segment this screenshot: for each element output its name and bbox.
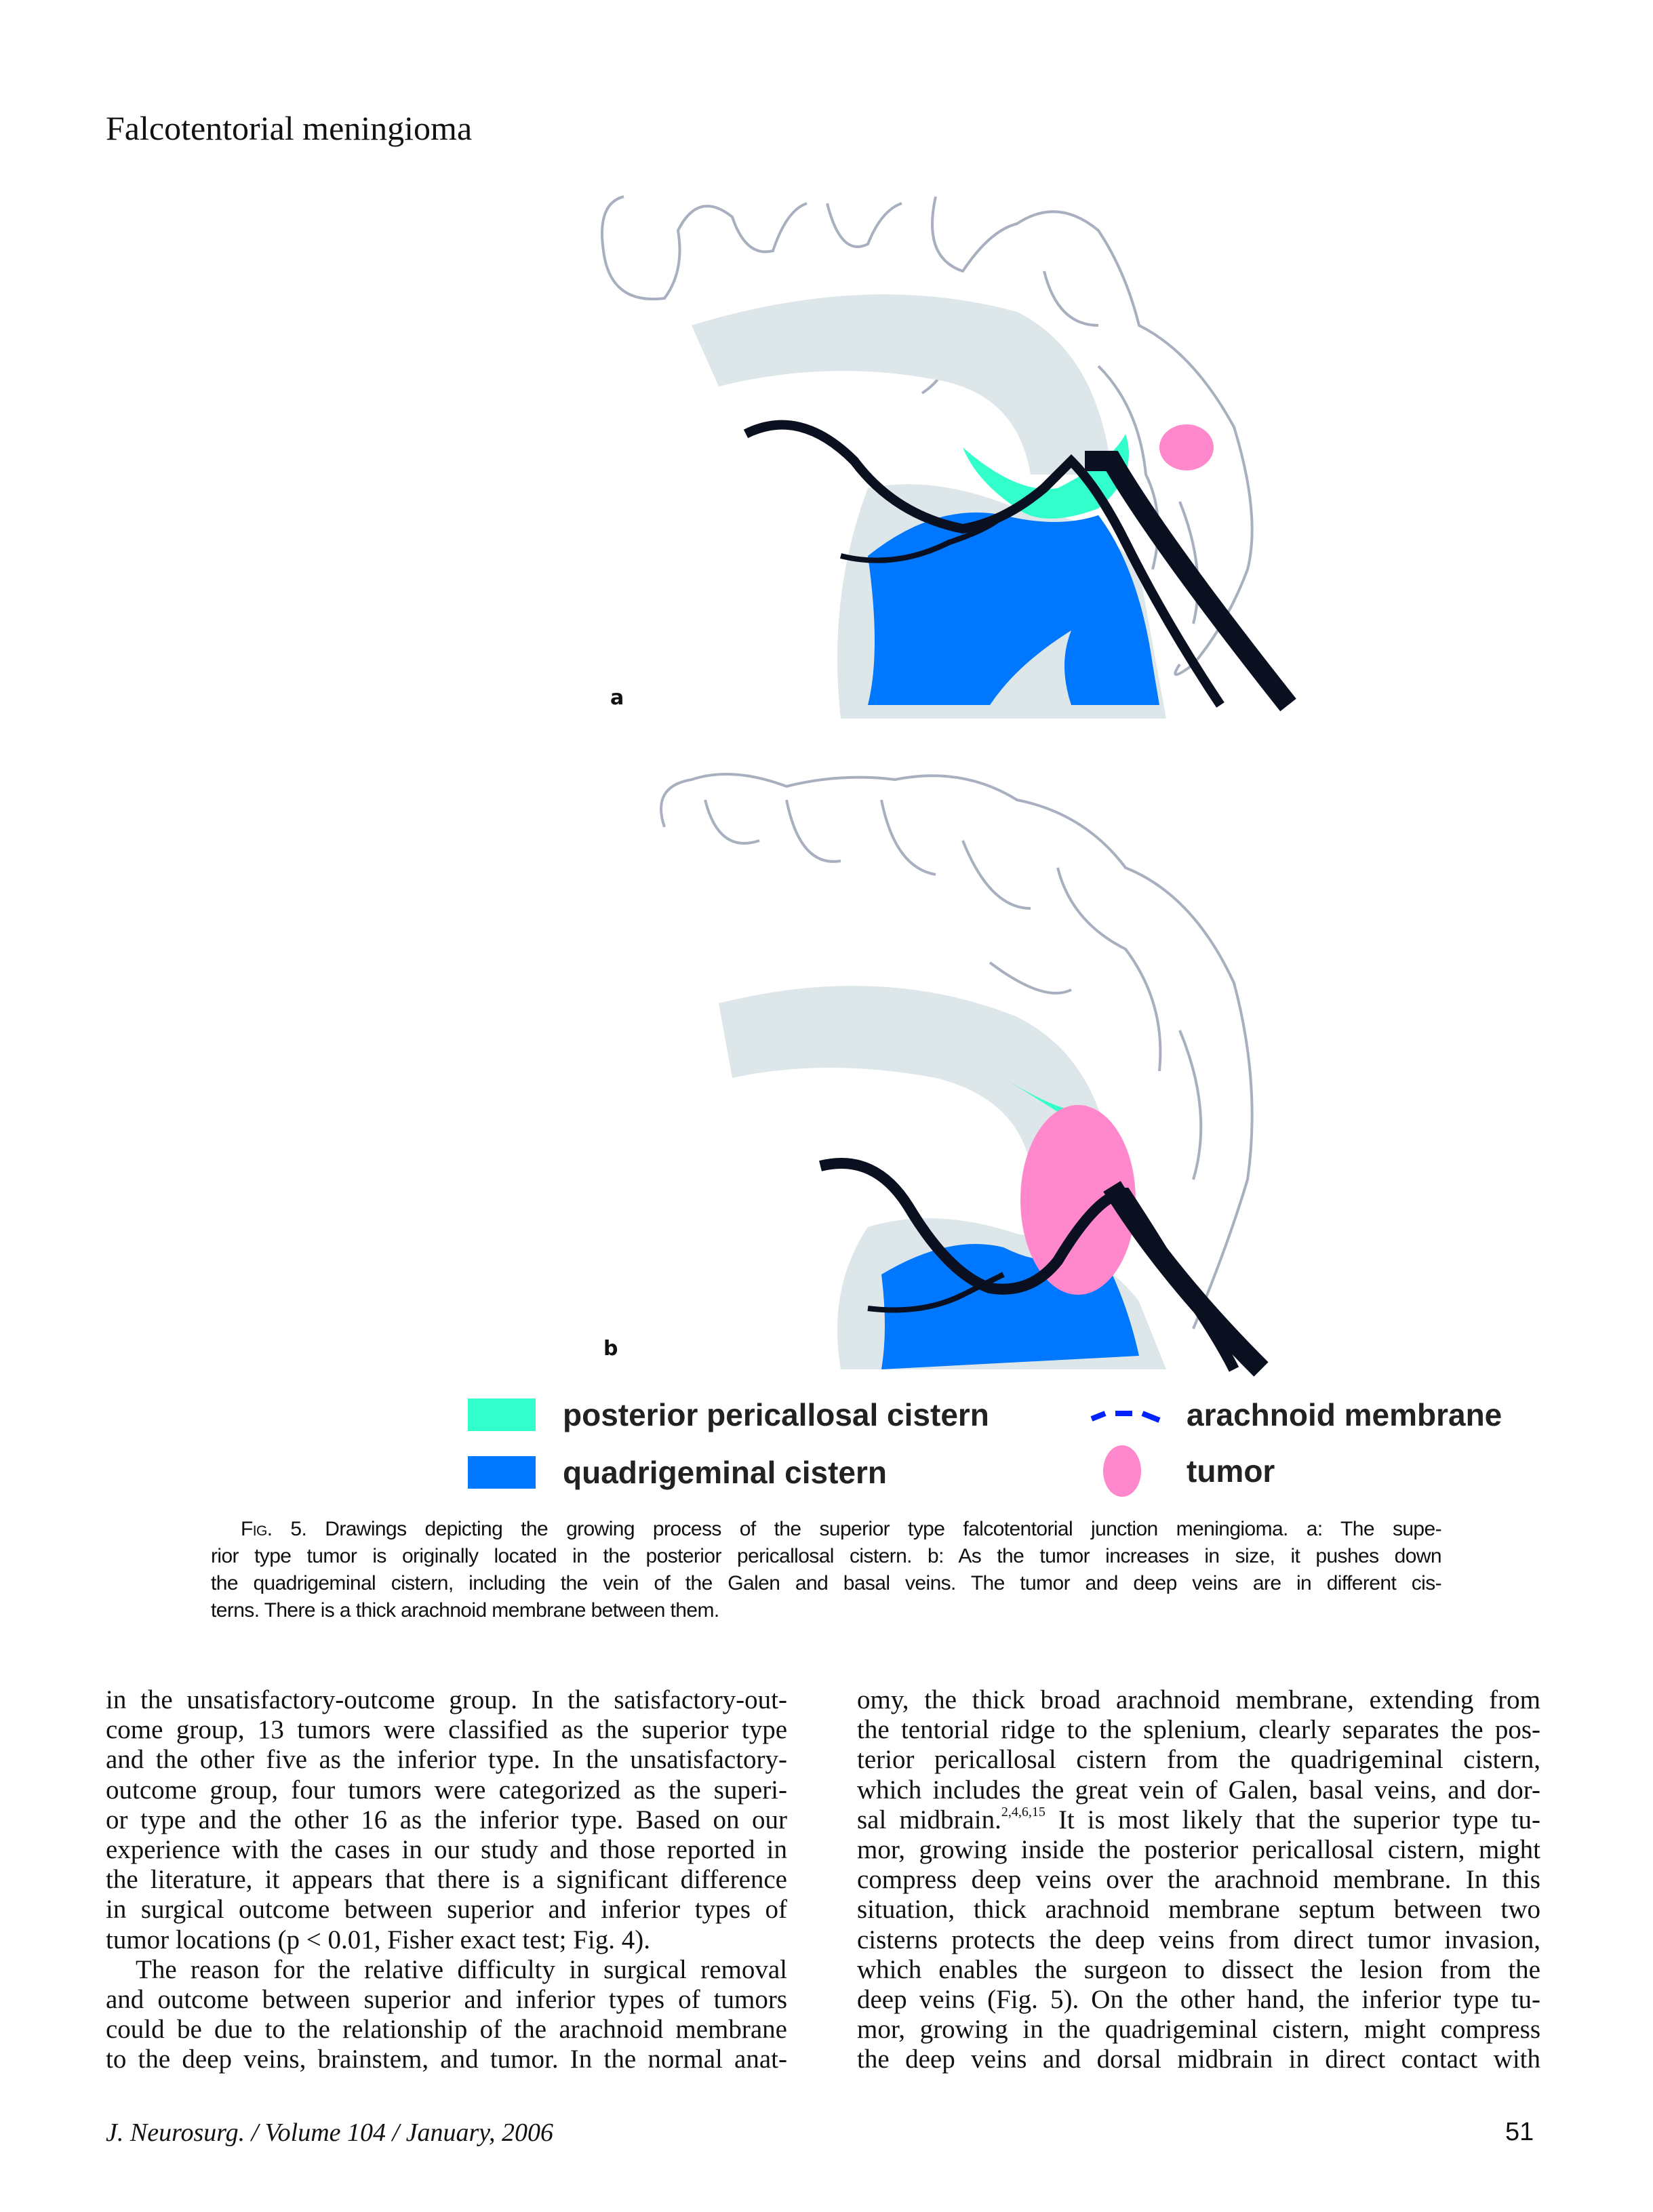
- figure-legend: posterior pericallosal cistern arachnoid…: [461, 1390, 1559, 1505]
- straight-sinus: [1103, 1181, 1269, 1377]
- figure-panel-b: [660, 773, 1269, 1377]
- page-number: 51: [1505, 2118, 1534, 2146]
- text-line: and outcome between superior and inferio…: [106, 1984, 787, 2014]
- figure-panel-a: [601, 195, 1296, 719]
- legend-label: arachnoid membrane: [1187, 1397, 1502, 1432]
- text-fragment: It is most likely that the superior type…: [1058, 1805, 1540, 1834]
- figure-label: Fig. 5.: [241, 1518, 307, 1540]
- legend-swatch-teal: [468, 1399, 536, 1431]
- text-line: tumor locations (p < 0.01, Fisher exact …: [106, 1925, 650, 1954]
- posterior-pericallosal-cistern: [963, 434, 1129, 519]
- text-line: The reason for the relative difficulty i…: [136, 1954, 787, 1984]
- caption-line: the quadrigeminal cistern, including the…: [211, 1572, 1442, 1594]
- citation-superscript: 2,4,6,15: [1001, 1804, 1045, 1819]
- basal-vein: [867, 1272, 1005, 1313]
- body-left-column: in the unsatisfactory-outcome group. In …: [106, 1685, 787, 2074]
- legend-label: posterior pericallosal cistern: [563, 1397, 989, 1432]
- text-line: come group, 13 tumors were classified as…: [106, 1715, 787, 1745]
- text-line: omy, the thick broad arachnoid membrane,…: [857, 1685, 1540, 1714]
- running-title: Falcotentorial meningioma: [106, 109, 473, 147]
- legend-label: tumor: [1187, 1453, 1275, 1489]
- text-line: the tentorial ridge to the splenium, cle…: [857, 1715, 1540, 1745]
- body-right-column: omy, the thick broad arachnoid membrane,…: [857, 1685, 1540, 2074]
- text-line: compress deep veins over the arachnoid m…: [857, 1865, 1540, 1895]
- text-line: in the unsatisfactory-outcome group. In …: [106, 1685, 787, 1714]
- legend-swatch-blue: [468, 1456, 536, 1489]
- tumor-large: [1020, 1105, 1136, 1295]
- text-line: in surgical outcome between superior and…: [106, 1895, 787, 1925]
- basal-vein: [840, 513, 1005, 563]
- legend-item-posterior-pericallosal: posterior pericallosal cistern: [468, 1396, 1064, 1433]
- text-line: cisterns protects the deep veins from di…: [857, 1925, 1540, 1954]
- panel-a-label: a: [610, 686, 624, 710]
- text-line: situation, thick arachnoid membrane sept…: [857, 1895, 1540, 1925]
- straight-sinus: [1085, 451, 1296, 712]
- text-line: mor, growing inside the posterior perica…: [857, 1834, 1540, 1864]
- tumor-small: [1159, 424, 1214, 470]
- text-line: and the other five as the inferior type.…: [106, 1745, 787, 1775]
- quadrigeminal-cistern: [868, 512, 1159, 705]
- text-line: experience with the cases in our study a…: [106, 1834, 787, 1864]
- text-line: mor, growing in the quadrigeminal cister…: [857, 2015, 1540, 2045]
- journal-citation: J. Neurosurg. / Volume 104 / January, 20…: [106, 2118, 554, 2147]
- figure-caption: Fig. 5. Drawings depicting the growing p…: [211, 1516, 1442, 1624]
- corpus-callosum: [692, 294, 1112, 475]
- legend-label: quadrigeminal cistern: [563, 1455, 888, 1490]
- tumor-swatch-icon: [1103, 1445, 1141, 1497]
- legend-item-arachnoid: arachnoid membrane: [1085, 1396, 1559, 1433]
- text-line: deep veins (Fig. 5). On the other hand, …: [857, 1984, 1540, 2014]
- text-fragment: sal midbrain.: [857, 1805, 1001, 1834]
- text-line: which includes the great vein of Galen, …: [857, 1775, 1540, 1805]
- brain-gyri-outline: [660, 773, 1254, 1329]
- text-line: sal midbrain.2,4,6,15 It is most likely …: [857, 1805, 1540, 1835]
- text-line: or type and the other 16 as the inferior…: [106, 1805, 787, 1834]
- arachnoid-dash-icon: [1090, 1411, 1161, 1423]
- legend-item-quadrigeminal: quadrigeminal cistern: [468, 1454, 1064, 1491]
- caption-line: terns. There is a thick arachnoid membra…: [211, 1599, 719, 1622]
- text-line: outcome group, four tumors were categori…: [106, 1775, 787, 1805]
- corpus-callosum: [719, 986, 1112, 1166]
- text-line: terior pericallosal cistern from the qua…: [857, 1745, 1540, 1775]
- legend-item-tumor: tumor: [1092, 1444, 1275, 1498]
- vein-of-galen: [743, 420, 1224, 708]
- text-line: to the deep veins, brainstem, and tumor.…: [106, 2045, 787, 2074]
- text-line: could be due to the relationship of the …: [106, 2015, 787, 2045]
- panel-b-label: b: [603, 1337, 618, 1361]
- caption-line: rior type tumor is originally located in…: [211, 1545, 1442, 1567]
- text-line: the deep veins and dorsal midbrain in di…: [857, 2045, 1540, 2074]
- caption-line: Drawings depicting the growing process o…: [325, 1518, 1441, 1540]
- text-line: which enables the surgeon to dissect the…: [857, 1954, 1540, 1984]
- text-line: the literature, it appears that there is…: [106, 1865, 787, 1895]
